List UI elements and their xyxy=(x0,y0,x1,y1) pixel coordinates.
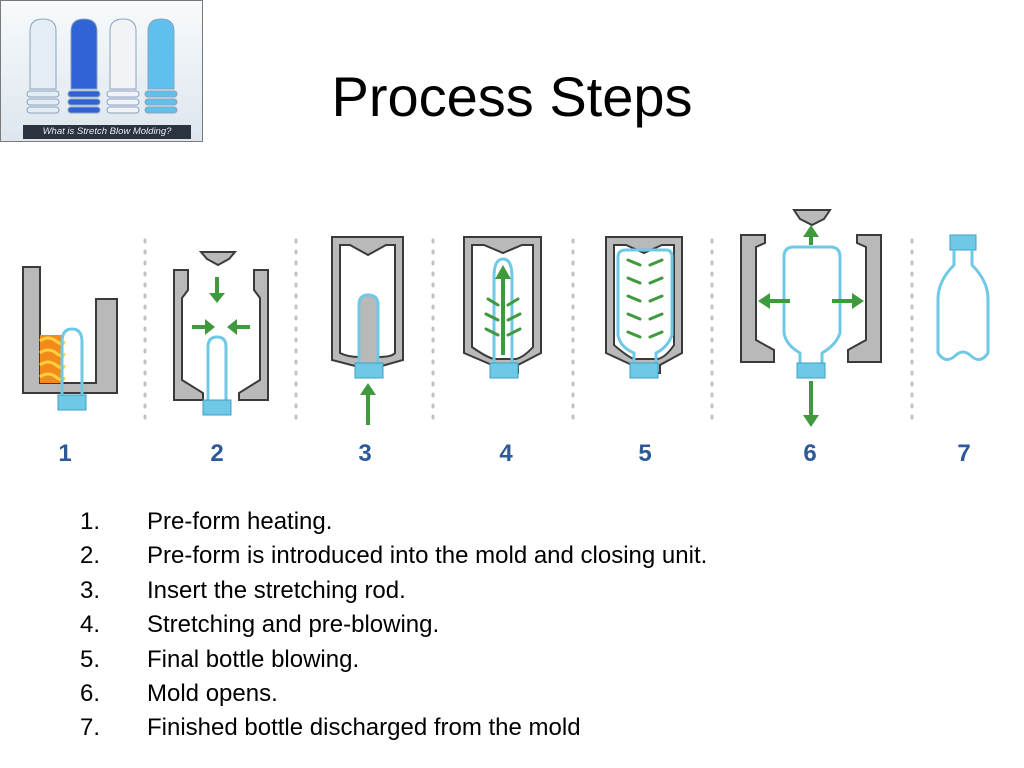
list-item-number: 7. xyxy=(80,714,101,742)
list-item: 3. Insert the stretching rod. xyxy=(80,574,707,608)
final-blow-arrows-icon xyxy=(626,258,664,339)
preform-neck-ring xyxy=(106,106,140,114)
rod-up-arrow-icon xyxy=(360,383,376,425)
list-item-number: 3. xyxy=(80,576,101,604)
step-number-6: 6 xyxy=(803,440,816,467)
thumbnail-image: What is Stretch Blow Molding? xyxy=(0,0,203,142)
list-item: 4. Stretching and pre-blowing. xyxy=(80,608,707,642)
list-item-text: Final bottle blowing. xyxy=(147,645,360,673)
list-item: 1. Pre-form heating. xyxy=(80,505,707,539)
heater-flames-icon xyxy=(39,335,66,383)
preform-bottle-icon xyxy=(147,18,175,90)
preform-neck-ring xyxy=(106,98,140,106)
preform-neck-ring xyxy=(144,90,178,98)
process-diagram: 1 2 3 4 5 6 7 xyxy=(22,209,990,467)
step-7-finished-bottle-illustration xyxy=(936,234,990,361)
step-3-stretch-rod-illustration xyxy=(331,236,404,425)
preform-neck-ring xyxy=(106,90,140,98)
preform-neck-ring xyxy=(144,98,178,106)
preblow-arrows-icon xyxy=(484,265,522,355)
step-6-mold-opens-illustration xyxy=(740,209,882,427)
list-item-number: 6. xyxy=(80,679,101,707)
process-steps-list: 1. Pre-form heating. 2. Pre-form is introd… xyxy=(80,505,707,746)
list-item: 6. Mold opens. xyxy=(80,677,707,711)
preforms-picture xyxy=(1,1,202,141)
step-dividers xyxy=(143,238,914,429)
step-number-5: 5 xyxy=(638,440,651,467)
preform-neck-ring xyxy=(26,106,60,114)
step-5-final-blow-illustration xyxy=(605,236,683,379)
preform-bottle-icon xyxy=(109,18,137,90)
preform-neck-ring xyxy=(67,106,101,114)
step-number-2: 2 xyxy=(210,440,223,467)
list-item-text: Pre-form heating. xyxy=(147,508,333,535)
step-number-4: 4 xyxy=(499,440,513,467)
step-number-3: 3 xyxy=(358,440,371,467)
closing-arrows-icon xyxy=(192,277,250,335)
step-4-preblow-illustration xyxy=(463,236,542,379)
list-item-text: Finished bottle discharged from the mold xyxy=(147,714,581,742)
list-item-number: 2. xyxy=(80,542,101,570)
list-item: 5. Final bottle blowing. xyxy=(80,643,707,677)
preform-bottle-icon xyxy=(29,18,57,90)
list-item-text: Stretching and pre-blowing. xyxy=(147,611,440,639)
slide-title: Process Steps xyxy=(331,65,693,128)
preform-neck-ring xyxy=(144,106,178,114)
step-2-closing-illustration xyxy=(173,251,269,416)
list-item-number: 5. xyxy=(80,645,101,673)
step-number-7: 7 xyxy=(957,440,970,467)
preform-neck-ring xyxy=(67,90,101,98)
list-item-number: 1. xyxy=(80,508,101,535)
list-item-text: Mold opens. xyxy=(147,679,278,707)
list-item-text: Insert the stretching rod. xyxy=(147,576,406,604)
list-item: 7. Finished bottle discharged from the mo… xyxy=(80,711,707,745)
step-number-1: 1 xyxy=(58,440,71,467)
preform-neck-ring xyxy=(26,98,60,106)
list-item-number: 4. xyxy=(80,611,101,639)
preform-neck-ring xyxy=(26,90,60,98)
step-1-heating-illustration xyxy=(22,266,118,411)
list-item: 2. Pre-form is introduced into the mold a… xyxy=(80,539,707,573)
thumbnail-caption: What is Stretch Blow Molding? xyxy=(23,125,191,139)
preform-neck-ring xyxy=(67,98,101,106)
mold-open-arrows-icon xyxy=(758,225,864,427)
step-number-labels: 1 2 3 4 5 6 7 xyxy=(58,440,970,467)
preform-bottle-icon xyxy=(70,18,98,90)
list-item-text: Pre-form is introduced into the mold and… xyxy=(147,542,708,570)
